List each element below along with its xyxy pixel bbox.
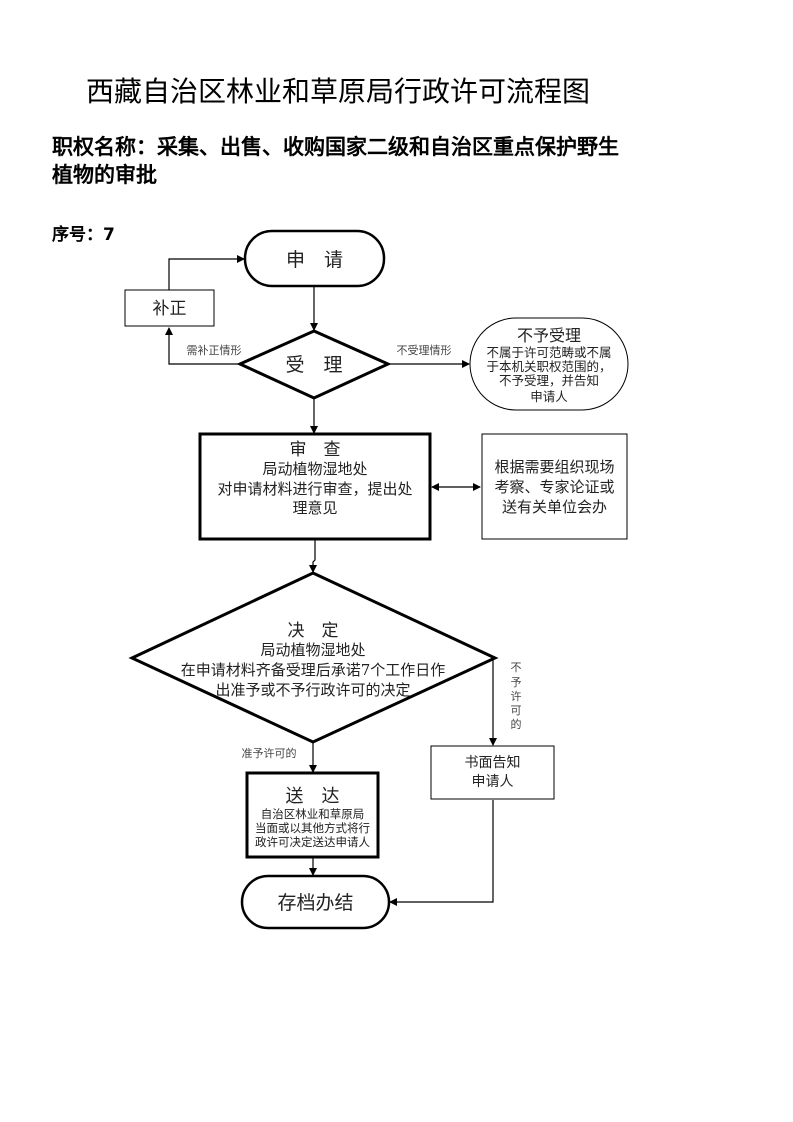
arrow-decide-to-notify [489,657,497,746]
arrow-accept-to-correct [165,327,240,365]
document-title: 西藏自治区林业和草原局行政许可流程图 [86,75,591,108]
process-box [245,771,380,859]
edge-label-not-accepted: 不受理情形 [397,344,452,357]
node-notify: 书面告知 申请人 [430,745,555,800]
decide-title: 决 定 [288,621,339,641]
arrow-correct-to-apply [168,255,245,290]
node-apply: 申 请 [243,229,386,288]
edge-label-approved: 准予许可的 [242,746,297,760]
review-title: 审 查 [290,440,341,460]
edge-label-char: 许 [511,690,522,703]
reject-line: 不属于许可范畴或不属 [486,345,611,360]
decide-line: 在申请材料齐备受理后承诺7个工作日作 [181,661,446,679]
arrow-review-to-decide [309,540,317,573]
arrow-notify-to-archive [389,800,494,906]
node-deliver: 送 达 自治区林业和草原局 当面或以其他方式将行 政许可决定送达申请人 [245,771,380,859]
edge-label-char: 可 [511,704,522,717]
reject-line: 不予受理，并告知 [499,373,599,388]
edge-label-not-approved: 不 予 许 可 的 [511,661,522,731]
notify-line: 书面告知 [465,754,521,771]
sequence-number: 序号：7 [52,225,115,245]
authority-name: 职权名称：采集、出售、收购国家二级和自治区重点保护野生植物的审批 [52,135,619,187]
onsite-line: 送有关单位会办 [502,498,607,516]
decide-line: 局动植物湿地处 [260,641,365,659]
node-accept: 受 理 [236,329,392,400]
edge-label-char: 予 [511,676,522,689]
process-box [430,745,555,800]
accept-label: 受 理 [285,354,342,376]
edge-label-char: 不 [511,661,522,674]
edge-label-char: 的 [511,717,522,731]
node-review: 审 查 局动植物湿地处 对申请材料进行审查，提出处 理意见 [198,432,432,541]
deliver-line: 自治区林业和草原局 [261,807,365,821]
review-line: 理意见 [292,499,337,517]
onsite-line: 考察、专家论证或 [494,478,614,496]
apply-label: 申 请 [286,249,343,271]
onsite-line: 根据需要组织现场 [494,458,614,476]
node-archive: 存档办结 [240,874,391,930]
deliver-line: 当面或以其他方式将行 [255,821,370,835]
node-correct: 补正 [124,289,215,327]
reject-title: 不予受理 [517,326,581,345]
node-decide: 决 定 局动植物湿地处 在申请材料齐备受理后承诺7个工作日作 出准予或不予行政许… [128,571,499,744]
archive-label: 存档办结 [277,892,353,914]
edge-label-need-correction: 需补正情形 [187,344,242,357]
process-box [198,432,432,541]
deliver-title: 送 达 [286,786,340,807]
reject-line: 申请人 [530,389,568,404]
reject-line: 于本机关职权范围的， [486,359,611,374]
review-line: 对申请材料进行审查，提出处 [217,480,412,498]
terminator-shape [243,229,386,288]
terminator-shape [469,317,629,411]
node-reject: 不予受理 不属于许可范畴或不属 于本机关职权范围的， 不予受理，并告知 申请人 [469,317,629,411]
notify-line: 申请人 [472,774,514,790]
correct-label: 补正 [153,299,187,319]
deliver-line: 政许可决定送达申请人 [255,835,370,849]
node-onsite: 根据需要组织现场 考察、专家论证或 送有关单位会办 [481,433,628,540]
process-box [481,433,628,540]
review-line: 局动植物湿地处 [262,460,367,478]
decide-line: 出准予或不予行政许可的决定 [215,681,410,699]
